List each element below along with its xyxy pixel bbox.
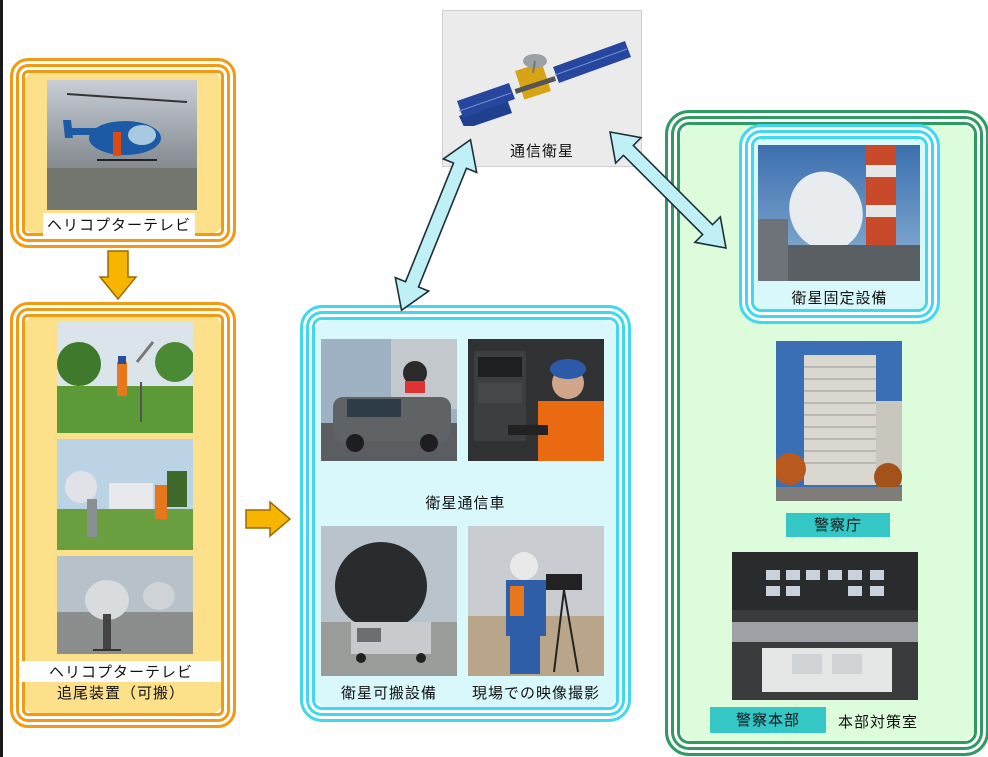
- double-arrow-icon: [394, 138, 478, 312]
- right-arrow-icon: [245, 500, 292, 538]
- helicopter-photo: [47, 80, 197, 210]
- double-arrow-icon: [609, 131, 727, 249]
- tracker-photo-1: [57, 322, 193, 433]
- tracker-photo-2: [57, 439, 193, 550]
- tracker-label-line2: 追尾装置（可搬）: [56, 684, 185, 702]
- helicopter-tv-box: ヘリコプターテレビ: [10, 58, 236, 248]
- satellite-image: [449, 21, 635, 126]
- satellite-panel: 通信衛星: [442, 10, 642, 167]
- operator-photo: [468, 339, 604, 461]
- left-edge-bar: [0, 0, 3, 757]
- vehicle-photo: [321, 339, 457, 461]
- mobile-satellite-box: 衛星通信車 衛星可搬設備 現場での映像撮影: [300, 305, 631, 722]
- tracker-photo-3: [57, 556, 193, 654]
- down-arrow-icon: [98, 250, 138, 301]
- prefectural-hq-label: 警察本部: [710, 707, 826, 733]
- portable-equipment-label: 衛星可搬設備: [340, 684, 437, 702]
- hq-room-photo: [732, 552, 918, 700]
- onsite-filming-label: 現場での映像撮影: [471, 684, 600, 702]
- tracker-label-line1: ヘリコプターテレビ: [21, 661, 221, 682]
- satellite-label: 通信衛星: [509, 142, 574, 160]
- npa-building-photo: [776, 341, 902, 501]
- countermeasure-room-label: 本部対策室: [838, 713, 919, 731]
- onsite-filming-photo: [468, 526, 604, 676]
- portable-equipment-photo: [321, 526, 457, 676]
- npa-label: 警察庁: [786, 513, 890, 537]
- tracker-box: ヘリコプターテレビ 追尾装置（可搬）: [10, 302, 236, 728]
- vehicle-label: 衛星通信車: [425, 494, 506, 512]
- fixed-equipment-box: 衛星固定設備: [739, 124, 940, 324]
- fixed-equipment-label: 衛星固定設備: [791, 289, 888, 307]
- fixed-dish-photo: [758, 145, 920, 281]
- helicopter-tv-label: ヘリコプターテレビ: [43, 213, 196, 236]
